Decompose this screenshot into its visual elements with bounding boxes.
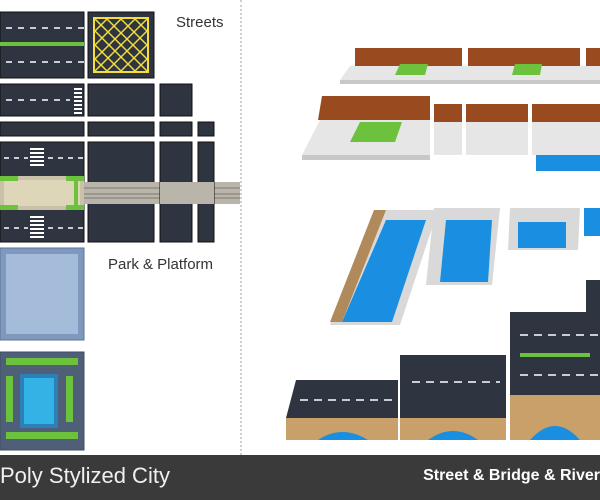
bridge-middle [400, 355, 506, 440]
label-park-platform: Park & Platform [108, 256, 214, 273]
street-tile-straight [0, 11, 85, 79]
platform-tile [0, 247, 85, 341]
street-tile-thin-c [159, 121, 193, 137]
street-tile-small [159, 83, 193, 117]
sidewalk-wall-middle [302, 96, 600, 171]
street-tile-plain [87, 83, 155, 117]
river-channel-short [508, 208, 600, 250]
footer-title: Poly Stylized City [0, 463, 170, 488]
street-tile-yellow-box [87, 11, 155, 79]
sidewalk-wall-top [340, 48, 600, 84]
street-tile-thin-a [0, 121, 85, 137]
footer-bar: Poly Stylized City Street & Bridge & Riv… [0, 455, 600, 500]
river-channel-large [330, 210, 438, 325]
bridge-left [286, 380, 398, 440]
preview-3d [286, 48, 600, 440]
street-tile-rails [84, 141, 240, 243]
park-tile [0, 351, 85, 451]
bridge-tall [510, 312, 600, 440]
bridge-edge-piece [586, 280, 600, 312]
river-channel-medium [426, 208, 500, 285]
street-tile-thin-b [87, 121, 155, 137]
tile-sheet [0, 11, 240, 451]
street-tile-crosswalk [0, 83, 85, 117]
footer-subtitle: Street & Bridge & River [423, 467, 600, 484]
section-divider [240, 0, 242, 455]
label-streets: Streets [176, 14, 224, 31]
street-tile-thin-d [197, 121, 215, 137]
street-tile-intersection [0, 141, 85, 243]
